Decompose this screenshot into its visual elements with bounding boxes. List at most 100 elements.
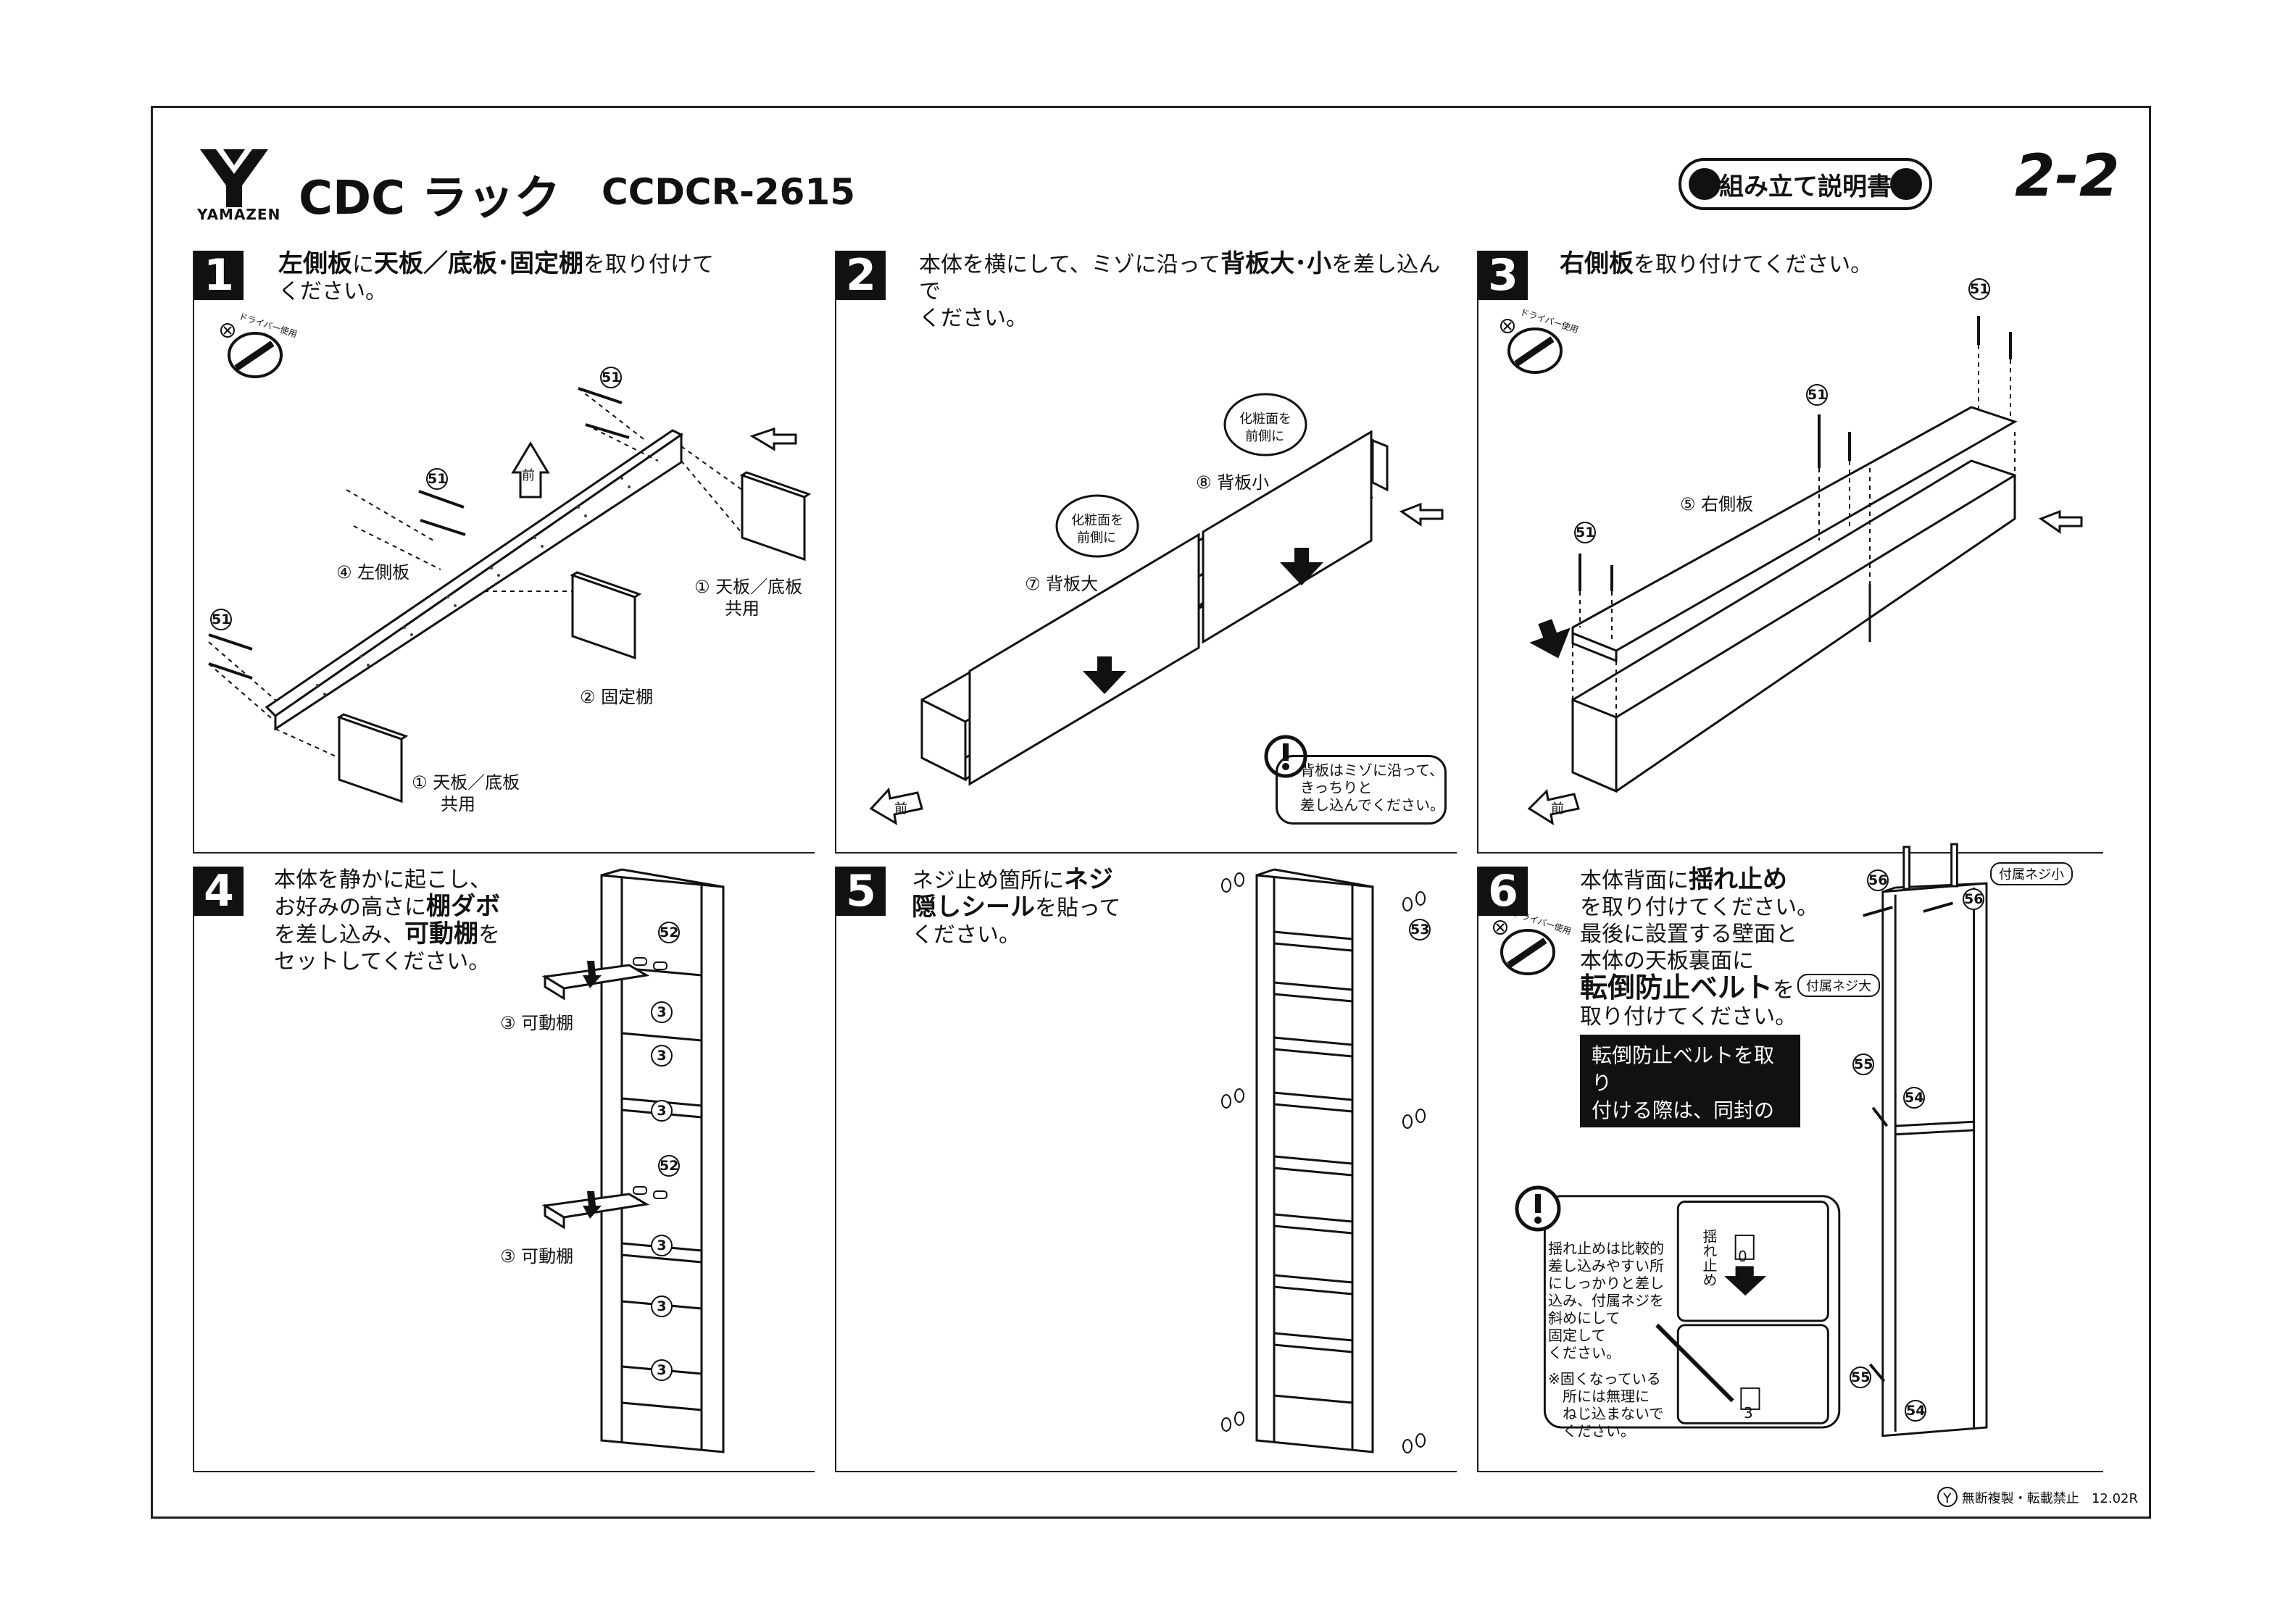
warning-note [1276,755,1447,825]
part-label: ③ 可動棚 [500,1246,574,1267]
inset-num: 0 [1738,1248,1747,1265]
instr-bold: 背板大･小 [1220,249,1332,278]
step-number: 4 [194,866,244,917]
warning-text: 揺れ止めは比較的 [1548,1240,1664,1257]
instr-text: 本体を静かに起こし、 [274,867,491,893]
screw-51: 51 [600,367,622,388]
manual-badge: 組み立て説明書 [1679,158,1932,210]
warning-text: ねじ込まないで [1563,1405,1664,1422]
part-label: ⑦ 背板大 [1025,574,1099,594]
screw-51: 51 [426,468,448,490]
dot-icon [1890,168,1922,200]
step4-panel: 4 本体を静かに起こし、 お好みの高さに棚ダボ を差し込み、可動棚を セットして… [193,866,815,1472]
instr-bold: ネジ [1064,865,1113,894]
screw-tag: 付属ネジ大 [1797,974,1880,997]
stopper-56: 56 [1867,869,1889,891]
warning-text: 差し込んでください。 [1300,796,1444,814]
notice-text: 転倒防止ベルトを取り [1592,1043,1775,1095]
step1-panel: 1 左側板に天板／底板･固定棚を取り付けて ください。 ドライバー使用 [193,250,815,854]
screw-55: 55 [1852,1054,1874,1075]
step6-panel: 6 本体背面に揺れ止め を取り付けてください。 最後に設置する壁面と 本体の天板… [1477,843,2103,1472]
instr-text: を貼って [1035,896,1121,921]
dot-icon [1689,168,1721,200]
shelf-3: 3 [651,1100,673,1122]
warning-text: ください。 [1563,1422,1635,1440]
model-number: CCDCR-2615 [602,171,855,213]
instr-text: を [478,922,500,948]
part-label: ② 固定棚 [580,687,654,707]
part-label: ④ 左側板 [336,562,410,583]
instr-text: セットしてください。 [274,949,491,975]
instr-bold: 天板／底板･固定棚 [374,249,583,278]
warning-text: ください。 [1548,1344,1621,1361]
warning-text: 背板はミゾに沿って、 [1300,762,1444,779]
instr-bold: 隠しシール [912,893,1035,922]
step4-diagram [541,868,725,1453]
screw-tag: 付属ネジ小 [1990,862,2073,885]
part-label: ⑧ 背板小 [1196,472,1270,493]
instr-bold: 揺れ止め [1689,865,1787,894]
warning-text: ※固くなっている [1548,1370,1661,1388]
screw-51: 51 [210,609,232,630]
step-instruction: ネジ止め箇所にネジ 隠しシールを貼って ください。 [912,867,1216,948]
warning-text: きっちりと [1300,779,1373,796]
step-number: 2 [836,250,886,301]
exclamation-icon [1515,1185,1561,1232]
instr-text: を [1773,977,1795,1003]
shelf-3: 3 [651,1045,673,1067]
instr-text: を差し込み、 [274,922,404,948]
part-54: 54 [1905,1400,1926,1422]
instr-text: ください。 [278,279,387,304]
inset-num: 3 [1744,1404,1753,1422]
screwdriver-icon [1493,920,1555,975]
step5-panel: 5 ネジ止め箇所にネジ 隠しシールを貼って ください。 [835,866,1457,1472]
step-instruction: 本体を静かに起こし、 お好みの高さに棚ダボ を差し込み、可動棚を セットしてくだ… [274,867,578,975]
stopper-56: 56 [1963,888,1984,910]
step-number: 6 [1478,866,1528,917]
instr-text: 最後に設置する壁面と [1580,922,1797,947]
page-title: CDC ラック [299,172,561,225]
part-54: 54 [1903,1087,1925,1109]
page-frame [151,106,2151,1519]
face-note: 化粧面を [1239,412,1292,427]
warning-text: 所には無理に [1563,1388,1650,1405]
step2-panel: 2 本体を横にして、ミゾに沿って背板大･小を差し込んで ください。 化粧面を 前… [835,250,1457,854]
front-label: 前 [522,468,535,483]
step-number: 3 [1478,250,1528,301]
shelf-3: 3 [651,1001,673,1023]
step6-diagram [1543,843,1988,1438]
brand-name: YAMAZEN [197,206,281,223]
warning-text: 斜めにして [1548,1309,1621,1327]
footer-text: 無断複製・転載禁止 [1961,1491,2079,1506]
instr-bold: 棚ダボ [426,892,500,921]
step3-diagram [1527,316,2083,826]
yamazen-logo [200,149,268,207]
screwdriver-icon [220,323,283,378]
page-number: 2-2 [2015,142,2120,209]
step-instruction: 本体背面に揺れ止め を取り付けてください。 最後に設置する壁面と 本体の天板裏面… [1580,867,1884,1030]
warning-text: 差し込みやすい所 [1548,1257,1664,1274]
front-label: 前 [894,801,907,817]
seal-53: 53 [1409,919,1431,940]
face-note: 前側に [1245,429,1284,444]
instr-bold: 左側板 [278,249,352,278]
screw-51: 51 [1968,278,1990,300]
part-label: ① 天板／底板 [412,772,520,793]
instr-text: お好みの高さに [274,895,426,920]
step-instruction: 左側板に天板／底板･固定棚を取り付けて ください。 [278,251,786,305]
instr-bold: 可動棚 [404,919,478,948]
instr-text: を取り付けて [583,252,714,278]
shelf-3: 3 [651,1235,673,1256]
instr-text: 本体の天板裏面に [1580,948,1754,974]
footer-code: 12.02R [2091,1491,2138,1506]
instr-text: を取り付けてください。 [1580,895,1819,920]
instr-text: 本体を横にして、ミゾに沿って [919,252,1221,278]
part-label: ① 天板／底板 [694,577,803,597]
instr-bold: 転倒防止ベルト [1580,972,1773,1004]
step-instruction: 本体を横にして、ミゾに沿って背板大･小を差し込んで ください。 [919,251,1455,332]
instr-bold: 右側板 [1560,249,1634,278]
step1-diagram [208,387,812,804]
warning-text: 固定して [1548,1327,1606,1344]
screwdriver-icon [1500,319,1563,374]
part-label: ⑤ 右側板 [1680,494,1754,514]
